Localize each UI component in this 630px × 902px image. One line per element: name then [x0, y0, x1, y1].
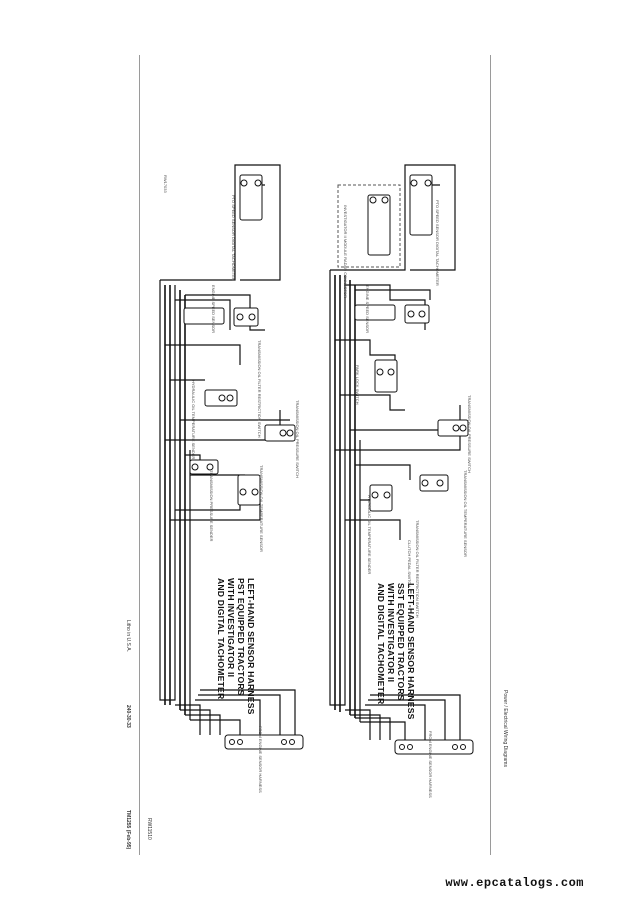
label-pressure: TRANSMISSION OIL PRESSURE SWITCH	[467, 395, 472, 473]
label-oil-filter: TRANSMISSION OIL FILTER RESTRICTION SWIT…	[257, 340, 262, 438]
right-margin-rule	[490, 55, 491, 855]
right-diagram-components	[337, 174, 474, 755]
left-diagram-wires	[159, 164, 296, 735]
left-connector-label: FROM ENGINE SENSOR HARNESS	[258, 726, 263, 793]
title-line: SST EQUIPPED TRACTORS	[396, 583, 406, 701]
label-hyd-temp: HYDRAULIC OIL TEMPERATURE SENDER	[191, 380, 196, 460]
label-pressure-sender: TRANSMISSION PRESSURE SENDER	[209, 470, 214, 542]
title-line: AND DIGITAL TACHOMETER	[216, 578, 226, 700]
right-connector-label: FROM ENGINE SENSOR HARNESS	[428, 731, 433, 798]
label-investigator-module: INVESTIGATOR II MODULE RADAR CONNECTOR	[343, 205, 348, 298]
left-diagram-components	[183, 174, 304, 750]
label-clutch: CLUTCH PEDAL SWITCH	[407, 540, 412, 588]
title-line: PST EQUIPPED TRACTORS	[236, 578, 246, 696]
label-hyd-temp: HYDRAULIC OIL TEMPERATURE SENDER	[367, 495, 372, 575]
title-line: WITH INVESTIGATOR II	[226, 578, 236, 678]
label-park-lock: PARK LOCK SWITCH	[355, 365, 360, 405]
label-trans-oil-temp: TRANSMISSION OIL TEMPERATURE SENSOR	[259, 465, 264, 552]
title-line: WITH INVESTIGATOR II	[386, 583, 396, 683]
title-line: LEFT-HAND SENSOR HARNESS	[246, 578, 256, 715]
left-diagram-title: LEFT-HAND SENSOR HARNESS PST EQUIPPED TR…	[216, 578, 256, 715]
label-engine-speed: ENGINE SPEED SENSOR	[365, 285, 370, 334]
label-trans-oil-temp: TRANSMISSION OIL TEMPERATURE SENSOR	[463, 470, 468, 557]
label-engine-speed: ENGINE SPEED SENSOR	[211, 285, 216, 334]
title-line: AND DIGITAL TACHOMETER	[376, 583, 386, 705]
footer-url: www.epcatalogs.com	[445, 876, 584, 890]
right-diagram-title: LEFT-HAND SENSOR HARNESS SST EQUIPPED TR…	[376, 583, 416, 720]
label-pto-speed: PTO SPEED SENSOR DIGITAL TACHOMETER	[231, 195, 236, 281]
right-diagram-wires	[329, 164, 461, 740]
label-oil-filter: TRANSMISSION OIL FILTER RESTRICTION SWIT…	[415, 520, 420, 618]
left-margin-rule	[139, 55, 140, 855]
label-pto-speed: PTO SPEED SENSOR DIGITAL TACHOMETER	[435, 200, 440, 286]
label-pressure: TRANSMISSION OIL PRESSURE SWITCH	[295, 400, 300, 478]
